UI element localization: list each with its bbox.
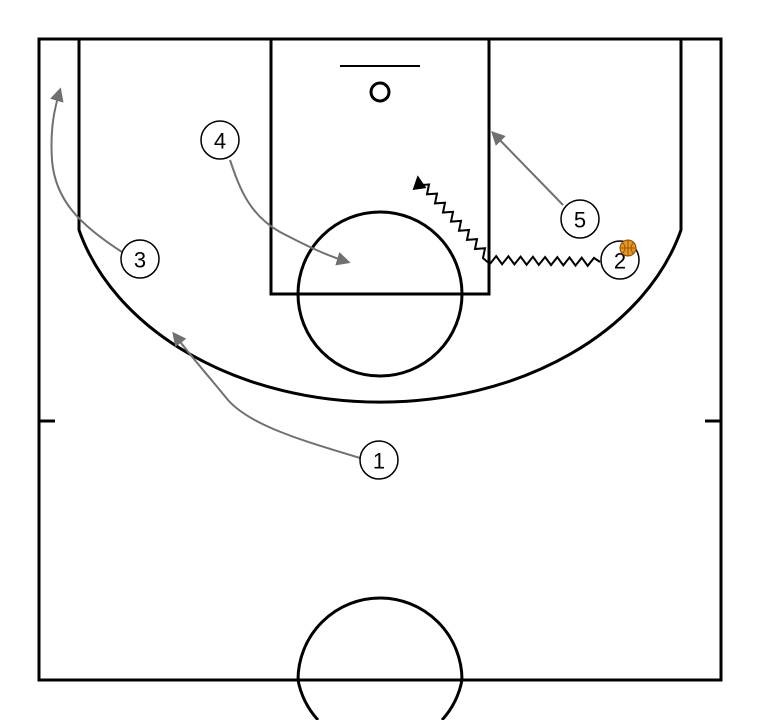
player-1: 1 [359, 440, 399, 480]
players: 1 2 3 4 5 [120, 120, 640, 480]
dribble-zigzag-player-2 [412, 175, 601, 268]
player-3: 3 [120, 239, 160, 279]
player-1-label: 1 [373, 449, 385, 474]
basketball-icon [619, 239, 637, 257]
court-lines [37, 37, 723, 720]
cut-arrow-player-1 [172, 331, 361, 459]
court-boundary [37, 37, 723, 682]
cut-arrow-player-3 [50, 87, 123, 253]
player-3-label: 3 [134, 248, 146, 273]
player-4-label: 4 [214, 129, 226, 154]
player-4: 4 [200, 120, 240, 160]
center-circle-lower [296, 679, 464, 720]
free-throw-circle [296, 210, 464, 378]
free-throw-lane [269, 37, 491, 296]
player-5-label: 5 [574, 208, 586, 233]
center-circle [296, 596, 464, 681]
movement-arrows [50, 87, 564, 459]
player-5: 5 [560, 199, 600, 239]
cut-arrow-player-4 [229, 159, 351, 266]
three-point-line [77, 39, 683, 404]
cut-arrow-player-5 [491, 130, 564, 206]
basket-rim [369, 81, 391, 103]
